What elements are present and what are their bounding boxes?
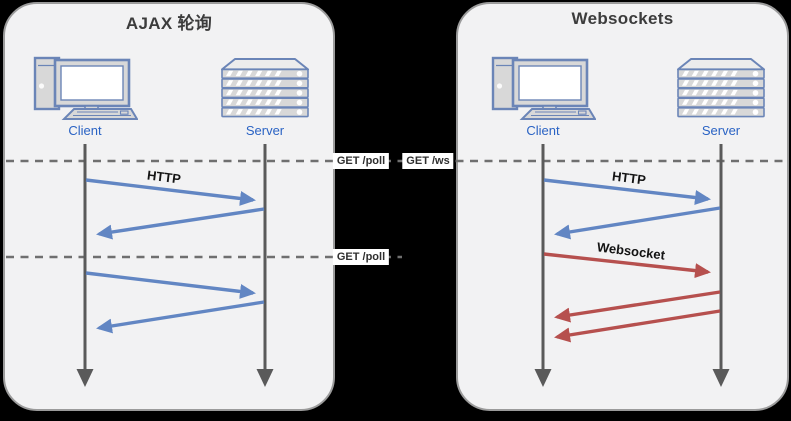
server-stack-icon <box>219 57 311 119</box>
get-poll-label: GET /poll <box>332 249 390 265</box>
server-stack-icon <box>675 57 767 119</box>
server-label: Server <box>245 123 285 138</box>
get-ws-label: GET /ws <box>402 153 454 169</box>
client-computer-icon <box>491 56 596 120</box>
client-label: Client <box>68 123 102 138</box>
server-label: Server <box>701 123 741 138</box>
client-computer-icon <box>33 56 138 120</box>
websockets-panel-title: Websockets <box>571 9 674 28</box>
client-label: Client <box>526 123 560 138</box>
ajax-panel-title: AJAX 轮询 <box>125 14 213 33</box>
get-poll-label: GET /poll <box>332 153 390 169</box>
